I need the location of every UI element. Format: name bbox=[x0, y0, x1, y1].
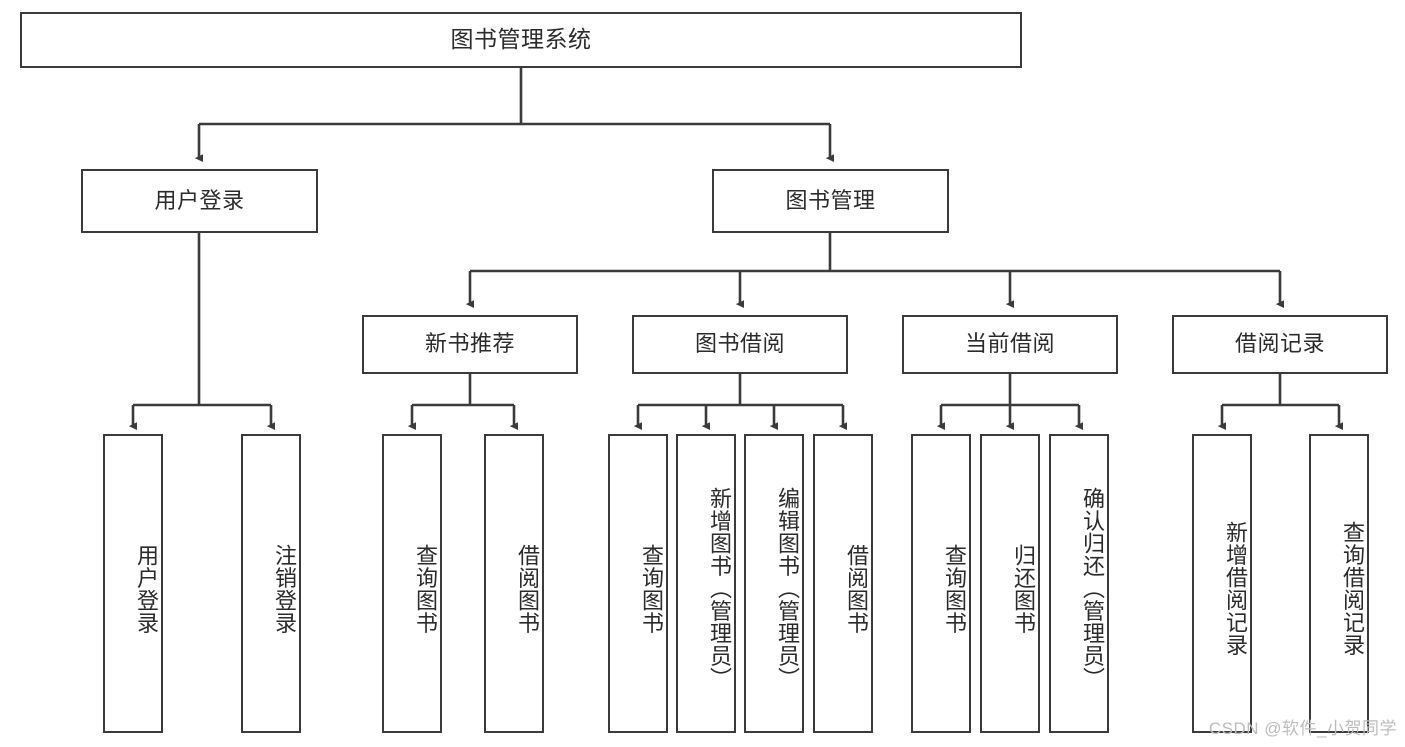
node-label: 图书管理 bbox=[785, 187, 876, 213]
node-label: 用户登录 bbox=[154, 187, 245, 213]
node-label: 新书推荐 bbox=[424, 331, 515, 357]
leaf-user-login-login[interactable]: 用户登录 bbox=[103, 434, 163, 733]
node-label: 借阅图书 bbox=[515, 543, 540, 634]
node-label: 归还图书 bbox=[1011, 543, 1036, 634]
leaf-borrow-add-book-admin[interactable]: 新增图书（管理员） bbox=[676, 434, 736, 733]
node-user-login[interactable]: 用户登录 bbox=[81, 169, 318, 233]
node-book-borrow[interactable]: 图书借阅 bbox=[632, 315, 848, 374]
node-label: 用户登录 bbox=[134, 543, 159, 634]
node-root-system[interactable]: 图书管理系统 bbox=[20, 12, 1022, 68]
node-label: 图书借阅 bbox=[694, 331, 785, 357]
node-label: 借阅图书 bbox=[844, 543, 869, 634]
node-label: 图书管理系统 bbox=[450, 26, 592, 53]
leaf-borrow-edit-book-admin[interactable]: 编辑图书（管理员） bbox=[744, 434, 804, 733]
leaf-current-return-book[interactable]: 归还图书 bbox=[980, 434, 1040, 733]
node-new-book-recommend[interactable]: 新书推荐 bbox=[362, 315, 578, 374]
node-label: 注销登录 bbox=[272, 543, 297, 634]
node-label: 查询图书 bbox=[413, 543, 438, 634]
leaf-borrow-borrow-book[interactable]: 借阅图书 bbox=[813, 434, 873, 733]
leaf-recommend-query-book[interactable]: 查询图书 bbox=[382, 434, 442, 733]
node-label: 新增图书（管理员） bbox=[707, 487, 732, 690]
csdn-watermark: CSDN @软件_小贺同学 bbox=[1208, 719, 1397, 738]
node-label: 借阅记录 bbox=[1234, 331, 1325, 357]
node-current-borrow[interactable]: 当前借阅 bbox=[902, 315, 1118, 374]
leaf-record-add-record[interactable]: 新增借阅记录 bbox=[1192, 434, 1252, 733]
leaf-record-query-record[interactable]: 查询借阅记录 bbox=[1309, 434, 1369, 733]
node-label: 查询图书 bbox=[942, 543, 967, 634]
node-label: 新增借阅记录 bbox=[1223, 521, 1248, 656]
leaf-current-query-book[interactable]: 查询图书 bbox=[911, 434, 971, 733]
node-label: 查询借阅记录 bbox=[1340, 521, 1365, 656]
node-label: 编辑图书（管理员） bbox=[775, 487, 800, 690]
leaf-borrow-query-book[interactable]: 查询图书 bbox=[608, 434, 668, 733]
node-borrow-record[interactable]: 借阅记录 bbox=[1172, 315, 1388, 374]
node-label: 当前借阅 bbox=[964, 331, 1055, 357]
leaf-user-login-logout[interactable]: 注销登录 bbox=[241, 434, 301, 733]
leaf-recommend-borrow-book[interactable]: 借阅图书 bbox=[484, 434, 544, 733]
node-label: 确认归还（管理员） bbox=[1080, 487, 1105, 690]
node-book-management[interactable]: 图书管理 bbox=[712, 169, 949, 233]
node-label: 查询图书 bbox=[639, 543, 664, 634]
leaf-current-confirm-return-admin[interactable]: 确认归还（管理员） bbox=[1049, 434, 1109, 733]
